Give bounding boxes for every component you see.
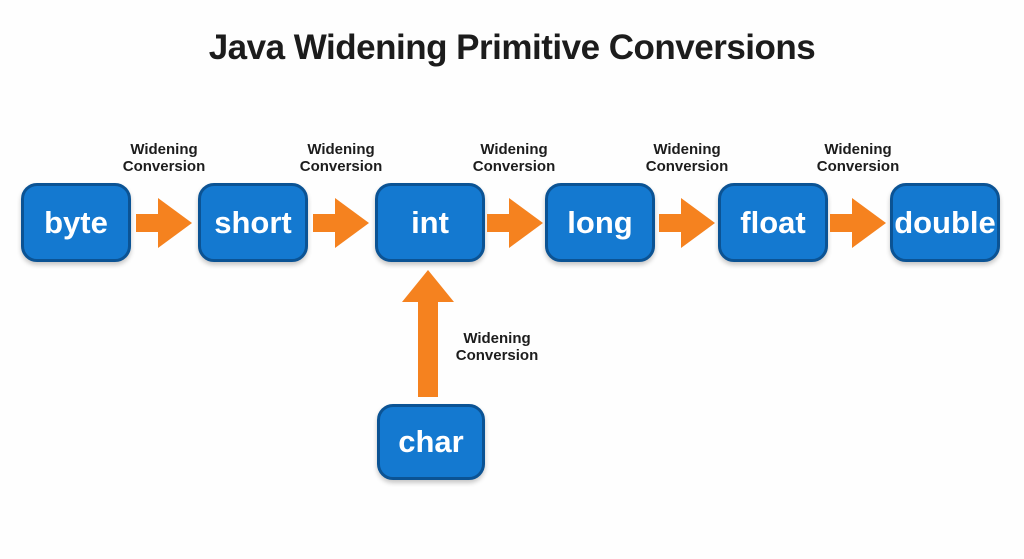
arrow-head xyxy=(402,270,454,302)
arrow-head xyxy=(335,198,369,248)
node-byte: byte xyxy=(21,183,131,262)
arrow-shaft xyxy=(830,214,854,232)
node-long: long xyxy=(545,183,655,262)
arrow-shaft xyxy=(136,214,160,232)
page-title: Java Widening Primitive Conversions xyxy=(208,28,816,67)
arrow-head xyxy=(852,198,886,248)
edge-label-short-int: Widening Conversion xyxy=(299,141,383,175)
edge-label-float-double: Widening Conversion xyxy=(816,141,900,175)
node-long-label: long xyxy=(567,204,633,240)
edge-label-int-long: Widening Conversion xyxy=(472,141,556,175)
arrow-right-icon-long-float xyxy=(659,198,715,248)
node-short: short xyxy=(198,183,308,262)
node-float: float xyxy=(718,183,828,262)
edge-label-long-float: Widening Conversion xyxy=(645,141,729,175)
arrow-head xyxy=(509,198,543,248)
node-int-label: int xyxy=(411,204,449,240)
arrow-head xyxy=(158,198,192,248)
arrow-shaft xyxy=(313,214,337,232)
arrow-right-icon-short-int xyxy=(313,198,369,248)
node-short-label: short xyxy=(214,204,292,240)
arrow-up-icon-char-int xyxy=(402,270,454,397)
arrow-right-icon-float-double xyxy=(830,198,886,248)
edge-label-char-int: Widening Conversion xyxy=(455,330,539,364)
node-double-label: double xyxy=(894,204,996,240)
node-int: int xyxy=(375,183,485,262)
node-char-label: char xyxy=(398,424,464,459)
arrow-right-icon-byte-short xyxy=(136,198,192,248)
node-char: char xyxy=(377,404,485,480)
node-double: double xyxy=(890,183,1000,262)
node-float-label: float xyxy=(740,204,806,240)
arrow-shaft xyxy=(659,214,683,232)
arrow-right-icon-int-long xyxy=(487,198,543,248)
arrow-head xyxy=(681,198,715,248)
arrow-shaft xyxy=(487,214,511,232)
node-byte-label: byte xyxy=(44,204,108,240)
edge-label-byte-short: Widening Conversion xyxy=(122,141,206,175)
arrow-shaft xyxy=(418,300,438,397)
